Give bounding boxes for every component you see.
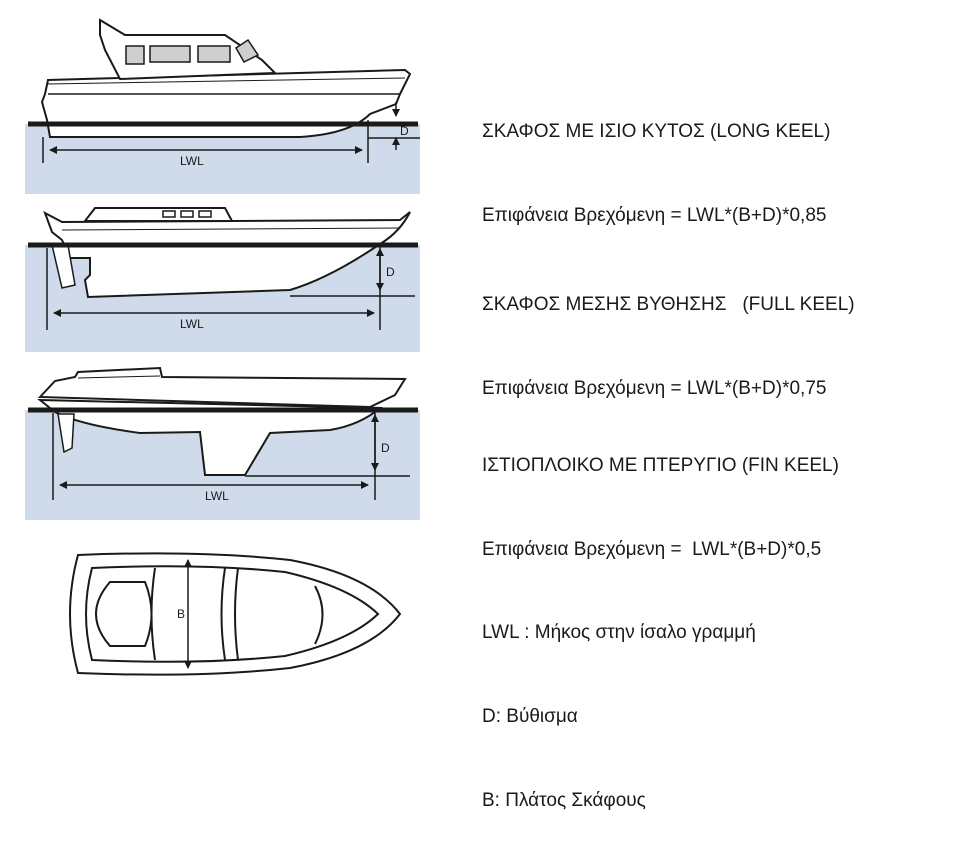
- d-label: D: [400, 124, 409, 138]
- motorboat-hull: [40, 68, 412, 138]
- inner-outline: [85, 565, 380, 663]
- lwl-label: LWL: [205, 489, 229, 503]
- b-label: B: [177, 607, 185, 621]
- legend-d: D: Βύθισμα: [482, 706, 578, 727]
- legend-lwl: LWL : Μήκος στην ίσαλο γραμμή: [482, 622, 756, 643]
- full-keel-panel: LWL D: [25, 207, 420, 352]
- motorboat-hull: [43, 210, 411, 299]
- rudder: [57, 413, 75, 454]
- bow-deck: [314, 585, 324, 645]
- full-keel-formula: Επιφάνεια Βρεχόμενη = LWL*(B+D)*0,75: [482, 378, 827, 399]
- boat-plan-view: B: [69, 552, 402, 676]
- thwart-2: [220, 567, 226, 661]
- d-label: D: [381, 441, 390, 455]
- full-keel-title: ΣΚΑΦΟΣ ΜΕΣΗΣ ΒΥΘΗΣΗΣ (FULL KEEL): [482, 294, 855, 315]
- sailboat-deck: [37, 366, 407, 409]
- fin-keel-title: ΙΣΤΙΟΠΛΟΙΚΟ ΜΕ ΠΤΕΡΥΓΙΟ (FIN KEEL): [482, 455, 839, 476]
- d-label: D: [386, 265, 395, 279]
- cabin-windows: [125, 38, 260, 65]
- cabin-windows: [162, 210, 212, 218]
- fin-keel-caption: ΙΣΤΙΟΠΛΟΙΚΟ ΜΕ ΠΤΕΡΥΓΙΟ (FIN KEEL) Επιφά…: [482, 396, 839, 592]
- boat-diagram: LWL D LWL D: [25, 18, 420, 676]
- long-keel-caption: ΣΚΑΦΟΣ ΜΕ ΙΣΙΟ ΚΥΤΟΣ (LONG KEEL) Επιφάνε…: [482, 62, 830, 258]
- lwl-label: LWL: [180, 154, 204, 168]
- long-keel-formula: Επιφάνεια Βρεχόμενη = LWL*(B+D)*0,85: [482, 205, 827, 226]
- full-keel-caption: ΣΚΑΦΟΣ ΜΕΣΗΣ ΒΥΘΗΣΗΣ (FULL KEEL) Επιφάνε…: [482, 235, 855, 431]
- legend-b: B: Πλάτος Σκάφους: [482, 790, 646, 811]
- fin-keel-formula: Επιφάνεια Βρεχόμενη = LWL*(B+D)*0,5: [482, 539, 822, 560]
- lwl-label: LWL: [180, 317, 204, 331]
- thwart-3: [234, 567, 239, 661]
- fin-keel-panel: LWL D: [25, 366, 420, 520]
- thwart-1: [150, 567, 156, 661]
- long-keel-title: ΣΚΑΦΟΣ ΜΕ ΙΣΙΟ ΚΥΤΟΣ (LONG KEEL): [482, 121, 831, 142]
- long-keel-panel: LWL D: [25, 18, 420, 194]
- legend: LWL : Μήκος στην ίσαλο γραμμή D: Βύθισμα…: [482, 563, 756, 843]
